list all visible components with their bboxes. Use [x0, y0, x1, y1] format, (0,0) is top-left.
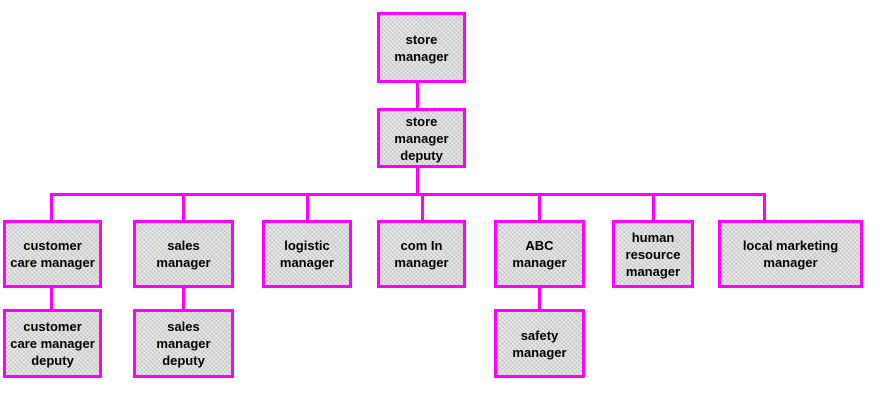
node-label: sales manager: [156, 238, 211, 270]
node-store-manager-deputy[interactable]: store manager deputy: [377, 108, 466, 168]
node-safety-manager[interactable]: safety manager: [494, 309, 585, 378]
node-label: com In manager: [394, 238, 449, 270]
connector-store-manager-to-deputy: [416, 82, 419, 109]
node-customer-care-manager-deputy[interactable]: customer care manager deputy: [3, 309, 102, 378]
node-local-marketing-manager[interactable]: local marketing manager: [718, 220, 863, 288]
node-logistic-manager[interactable]: logistic manager: [262, 220, 352, 288]
node-label: customer care manager: [10, 238, 95, 270]
connector-to-abc-manager: [538, 193, 541, 221]
connector-to-human-resource-manager: [652, 193, 655, 221]
connector-sales-to-deputy: [182, 287, 185, 310]
connector-deputy-down: [416, 166, 419, 195]
node-human-resource-manager[interactable]: human resource manager: [612, 220, 694, 288]
node-sales-manager[interactable]: sales manager: [133, 220, 234, 288]
node-label: store manager: [394, 31, 449, 64]
node-label: safety manager: [512, 327, 567, 360]
node-label: ABC manager: [512, 238, 567, 270]
connector-to-logistic-manager: [306, 193, 309, 221]
connector-to-customer-care-manager: [50, 193, 53, 221]
node-label: human resource manager: [625, 229, 681, 279]
node-label: logistic manager: [279, 238, 335, 270]
node-com-in-manager[interactable]: com In manager: [377, 220, 466, 288]
node-store-manager[interactable]: store manager: [377, 12, 466, 83]
connector-to-local-marketing-manager: [763, 193, 766, 221]
node-customer-care-manager[interactable]: customer care manager: [3, 220, 102, 288]
node-sales-manager-deputy[interactable]: sales manager deputy: [133, 309, 234, 378]
connector-abc-to-safety: [538, 287, 541, 310]
connector-customer-care-to-deputy: [50, 287, 53, 310]
node-label: store manager deputy: [394, 113, 449, 163]
node-abc-manager[interactable]: ABC manager: [494, 220, 585, 288]
node-label: local marketing manager: [742, 238, 839, 270]
connector-to-com-in-manager: [421, 193, 424, 221]
connector-to-sales-manager: [182, 193, 185, 221]
connector-horizontal-bus: [50, 193, 766, 196]
node-label: sales manager deputy: [156, 319, 211, 368]
node-label: customer care manager deputy: [10, 319, 95, 368]
